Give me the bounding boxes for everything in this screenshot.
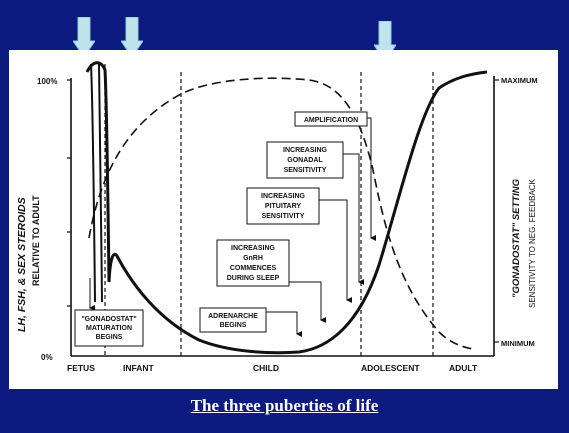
svg-text:COMMENCES: COMMENCES (230, 265, 277, 272)
svg-text:INCREASING: INCREASING (231, 245, 276, 252)
svg-text:"GONADOSTAT": "GONADOSTAT" (81, 316, 136, 323)
svg-text:SENSITIVITY: SENSITIVITY (262, 213, 305, 220)
svg-text:AMPLIFICATION: AMPLIFICATION (304, 117, 358, 124)
annotation-amplification: AMPLIFICATION (294, 111, 376, 241)
hormone-level-curve (85, 61, 488, 355)
stage-label-fetus: FETUS (67, 363, 95, 373)
diagram-panel: "GONADOSTAT" MATURATION BEGINS ADRENARCH… (9, 50, 558, 389)
svg-text:INCREASING: INCREASING (283, 147, 328, 154)
left-axis-subtitle: RELATIVE TO ADULT (31, 195, 41, 286)
stage-label-adult: ADULT (449, 363, 478, 373)
slide-caption: The three puberties of life (190, 396, 379, 415)
svg-text:BEGINS: BEGINS (220, 322, 247, 329)
right-axis-max-label: MAXIMUM (501, 76, 538, 85)
stage-label-infant: INFANT (123, 363, 155, 373)
right-axis-title: "GONADOSTAT" SETTING (511, 178, 522, 298)
infant-puberty-arrow-icon (121, 17, 143, 57)
left-axis-min-label: 0% (41, 353, 53, 362)
right-axis-min-label: MINIMUM (501, 339, 535, 348)
svg-text:DURING SLEEP: DURING SLEEP (227, 275, 280, 282)
annotation-gonadostat-maturation: "GONADOSTAT" MATURATION BEGINS (74, 309, 144, 347)
svg-text:INCREASING: INCREASING (261, 193, 306, 200)
stage-label-child: CHILD (253, 363, 279, 373)
right-axis-subtitle: SENSITIVITY TO NEG. FEEDBACK (528, 178, 537, 308)
left-axis-max-label: 100% (37, 77, 57, 86)
stage-label-adolescent: ADOLESCENT (361, 363, 420, 373)
svg-text:ADRENARCHE: ADRENARCHE (208, 313, 258, 320)
svg-text:GnRH: GnRH (243, 255, 263, 262)
svg-text:SENSITIVITY: SENSITIVITY (284, 167, 327, 174)
puberty-diagram: "GONADOSTAT" MATURATION BEGINS ADRENARCH… (16, 61, 538, 373)
svg-text:MATURATION: MATURATION (86, 325, 132, 332)
svg-text:BEGINS: BEGINS (96, 334, 123, 341)
annotation-pituitary: INCREASING PITUITARY SENSITIVITY (246, 187, 352, 303)
svg-text:PITUITARY: PITUITARY (265, 203, 301, 210)
annotation-gnrh-sleep: INCREASING GnRH COMMENCES DURING SLEEP (216, 239, 326, 323)
fetal-puberty-arrow-icon (73, 17, 95, 57)
left-axis-title: LH, FSH, & SEX STEROIDS (16, 197, 28, 332)
annotation-gonadal: INCREASING GONADAL SENSITIVITY (266, 141, 364, 285)
gonadostat-sensitivity-curve (88, 77, 474, 350)
annotation-adrenarche: ADRENARCHE BEGINS (199, 307, 302, 337)
svg-text:GONADAL: GONADAL (287, 157, 323, 164)
